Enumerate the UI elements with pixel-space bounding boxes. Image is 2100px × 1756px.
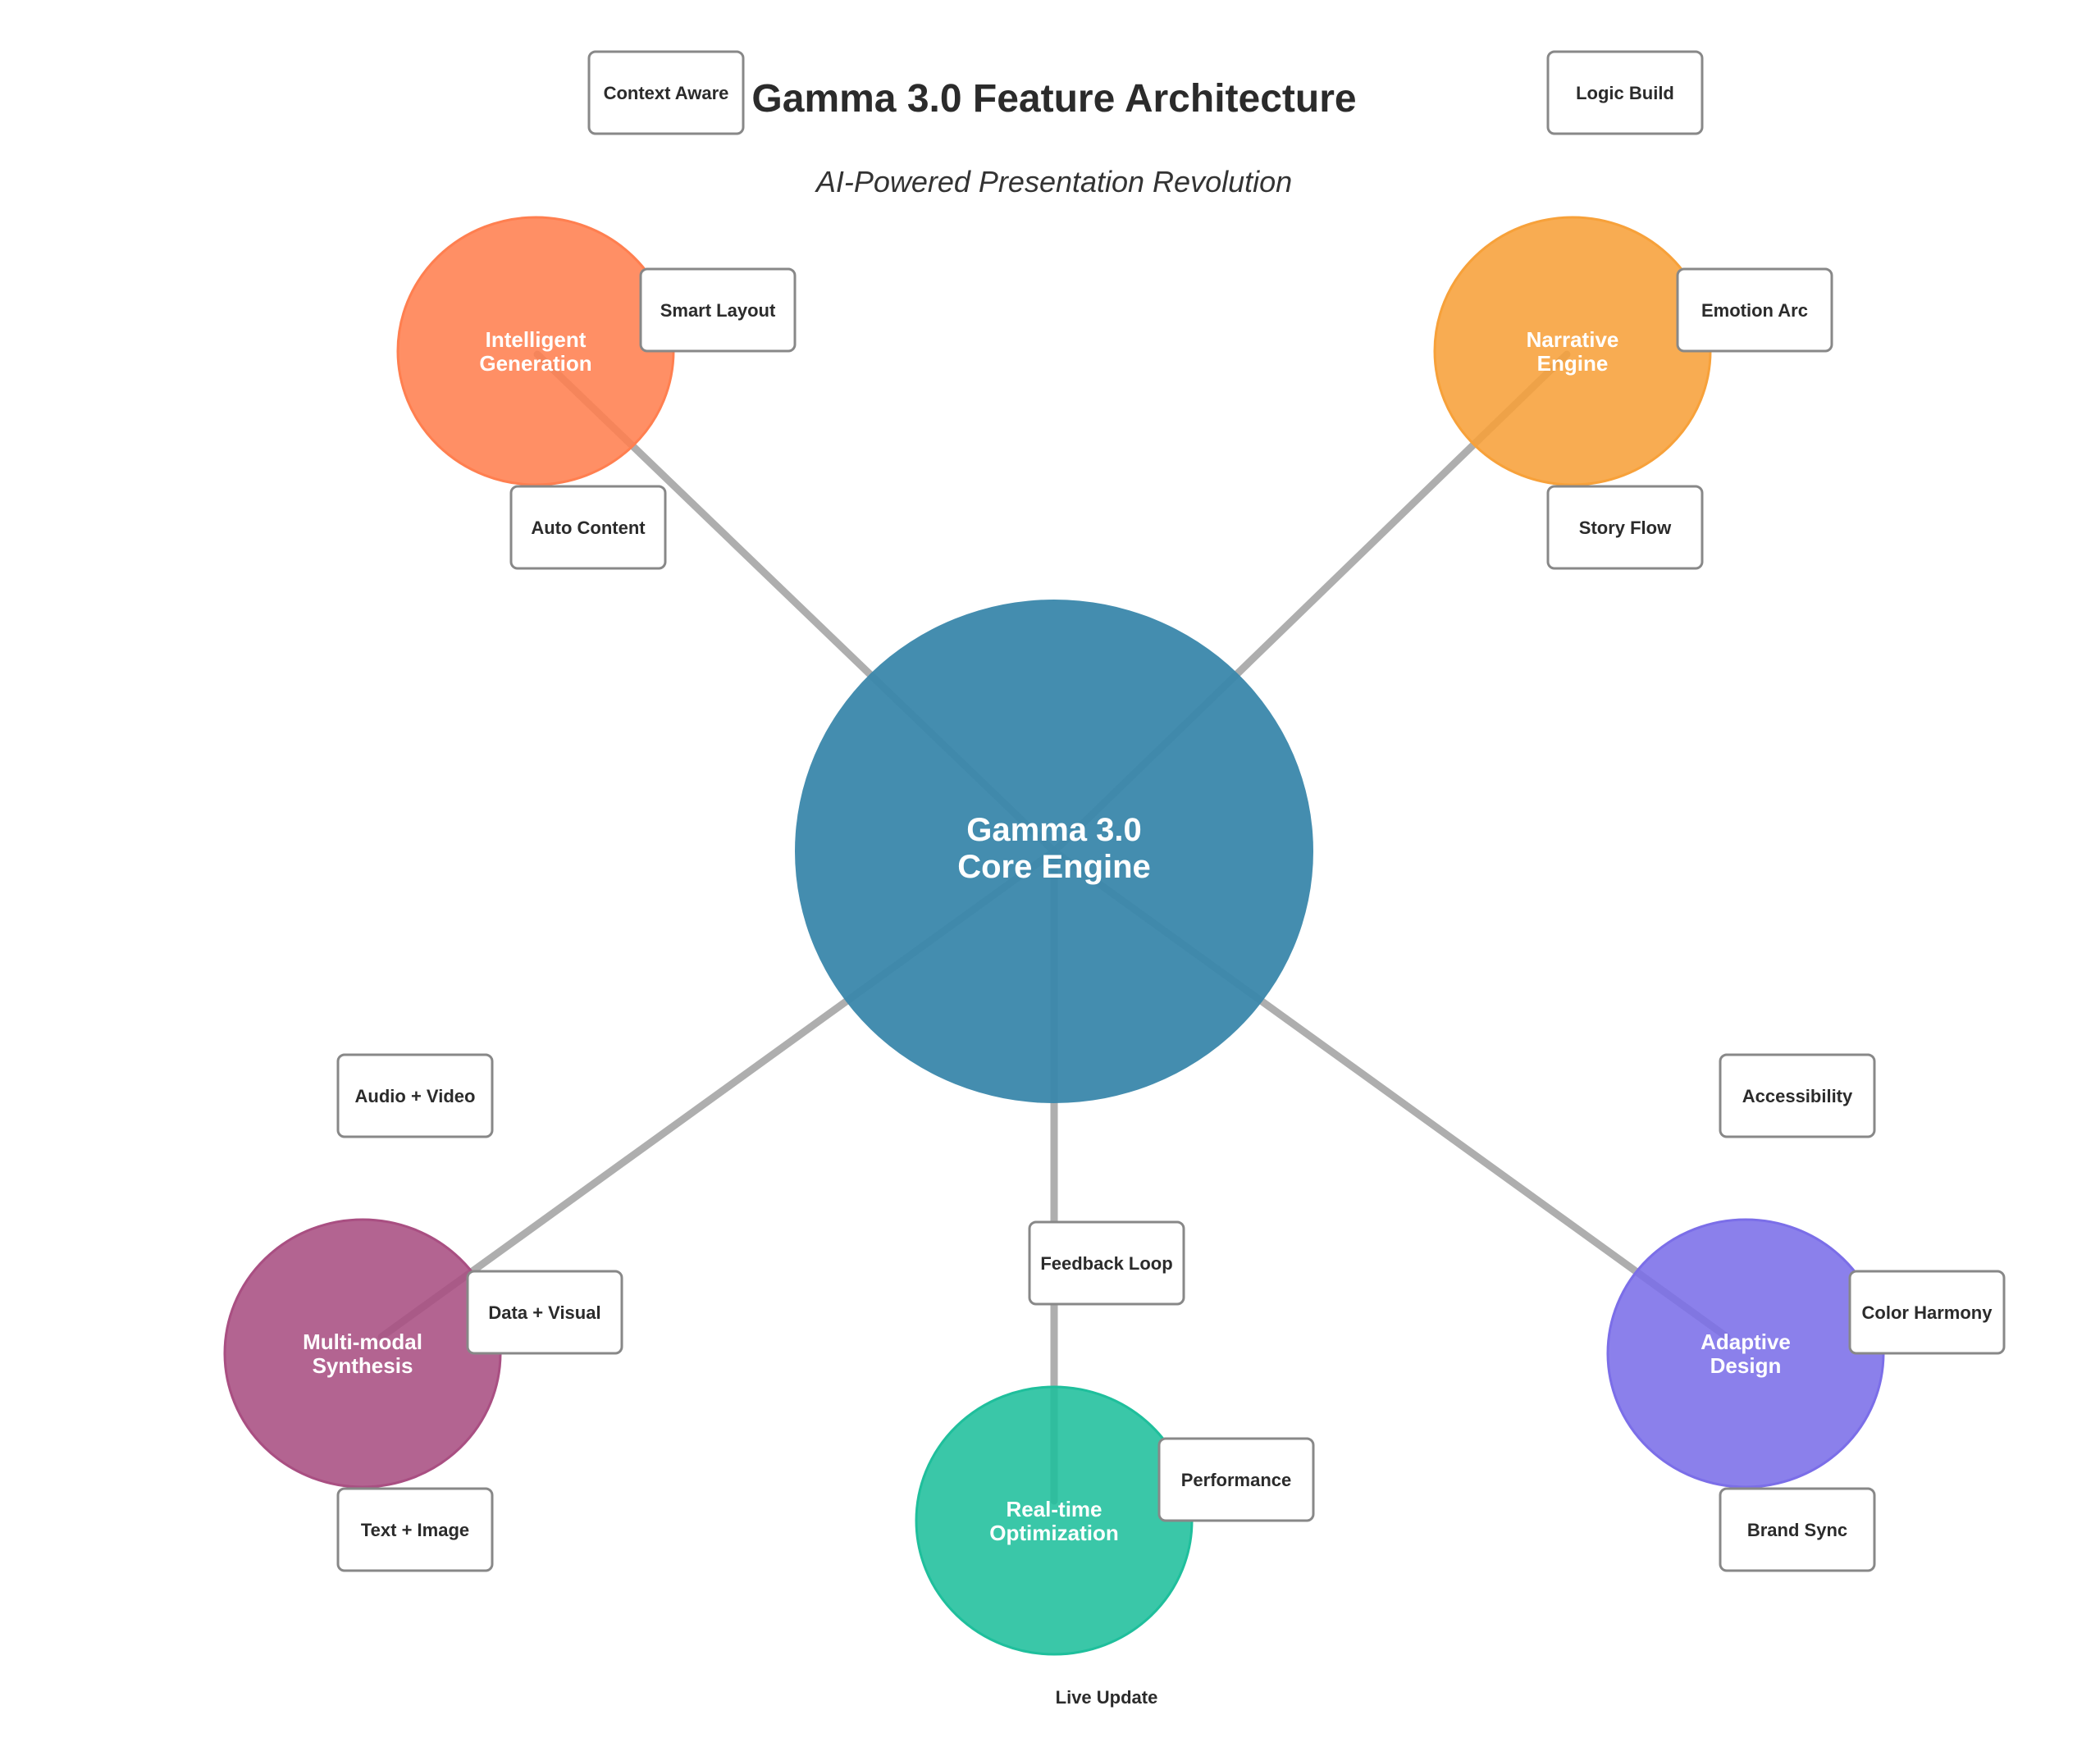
feature-box-frame	[639, 267, 797, 353]
feature-box-narrative-engine-1: Logic Build	[1546, 50, 1704, 135]
feature-label: Color Harmony	[1862, 1302, 1993, 1323]
feature-label: Data + Visual	[488, 1302, 600, 1323]
feature-label: Feedback Loop	[1040, 1253, 1172, 1274]
feature-box-multimodal-synthesis-3: Text + Image	[336, 1487, 494, 1572]
feature-label: Brand Sync	[1747, 1520, 1847, 1540]
feature-box-adaptive-design-1: Accessibility	[1719, 1053, 1876, 1138]
feature-box-adaptive-design-3: Brand Sync	[1719, 1487, 1876, 1572]
core-engine-label-line2: Core Engine	[957, 849, 1151, 885]
feature-box-frame	[336, 1487, 494, 1572]
module-label-narrative-engine-2: Engine	[1537, 351, 1609, 376]
feature-box-adaptive-design-2: Color Harmony	[1848, 1270, 2006, 1355]
module-label-intelligent-generation-2: Generation	[479, 351, 591, 376]
feature-label: Context Aware	[604, 83, 729, 103]
core-engine-circle	[795, 600, 1313, 1103]
feature-box-intelligent-generation-1: Context Aware	[587, 50, 745, 135]
feature-box-frame	[587, 50, 745, 135]
feature-box-multimodal-synthesis-1: Audio + Video	[336, 1053, 494, 1138]
module-label-adaptive-design-2: Design	[1710, 1353, 1782, 1378]
module-label-multimodal-synthesis-1: Multi-modal	[303, 1330, 422, 1354]
core-engine-label-line1: Gamma 3.0	[966, 812, 1141, 848]
feature-label: Auto Content	[531, 518, 646, 538]
feature-box-narrative-engine-3: Story Flow	[1546, 485, 1704, 570]
module-label-narrative-engine-1: Narrative	[1527, 327, 1619, 352]
feature-label: Accessibility	[1742, 1086, 1853, 1106]
feature-box-realtime-optimization-1: Feedback Loop	[1028, 1220, 1185, 1306]
module-label-multimodal-synthesis-2: Synthesis	[313, 1353, 413, 1378]
module-label-adaptive-design-1: Adaptive	[1701, 1330, 1791, 1354]
feature-box-frame	[1546, 485, 1704, 570]
feature-box-frame	[1157, 1437, 1315, 1522]
feature-box-frame	[1028, 1220, 1185, 1306]
feature-label: Text + Image	[361, 1520, 469, 1540]
core-engine-node: Gamma 3.0 Core Engine	[795, 600, 1313, 1103]
feature-box-intelligent-generation-3: Auto Content	[509, 485, 667, 570]
feature-box-frame	[1848, 1270, 2006, 1355]
feature-label: Emotion Arc	[1701, 300, 1808, 321]
feature-box-realtime-optimization-3: Live Update	[1056, 1687, 1158, 1708]
feature-box-frame	[1719, 1487, 1876, 1572]
feature-box-frame	[1676, 267, 1833, 353]
feature-box-frame	[1546, 50, 1704, 135]
feature-box-intelligent-generation-2: Smart Layout	[639, 267, 797, 353]
feature-box-frame	[336, 1053, 494, 1138]
feature-label: Audio + Video	[355, 1086, 476, 1106]
feature-label: Smart Layout	[660, 300, 776, 321]
feature-label: Story Flow	[1579, 518, 1672, 538]
feature-label: Logic Build	[1576, 83, 1674, 103]
feature-label: Live Update	[1056, 1687, 1158, 1708]
diagram-subtitle: AI-Powered Presentation Revolution	[815, 165, 1292, 198]
feature-box-narrative-engine-2: Emotion Arc	[1676, 267, 1833, 353]
feature-box-realtime-optimization-2: Performance	[1157, 1437, 1315, 1522]
feature-box-frame	[1719, 1053, 1876, 1138]
feature-box-frame	[466, 1270, 623, 1355]
feature-box-multimodal-synthesis-2: Data + Visual	[466, 1270, 623, 1355]
module-label-realtime-optimization-1: Real-time	[1006, 1497, 1102, 1521]
feature-label: Performance	[1181, 1470, 1292, 1490]
diagram-title: Gamma 3.0 Feature Architecture	[751, 77, 1356, 121]
module-label-realtime-optimization-2: Optimization	[989, 1521, 1118, 1545]
module-label-intelligent-generation-1: Intelligent	[486, 327, 587, 352]
feature-box-frame	[509, 485, 667, 570]
